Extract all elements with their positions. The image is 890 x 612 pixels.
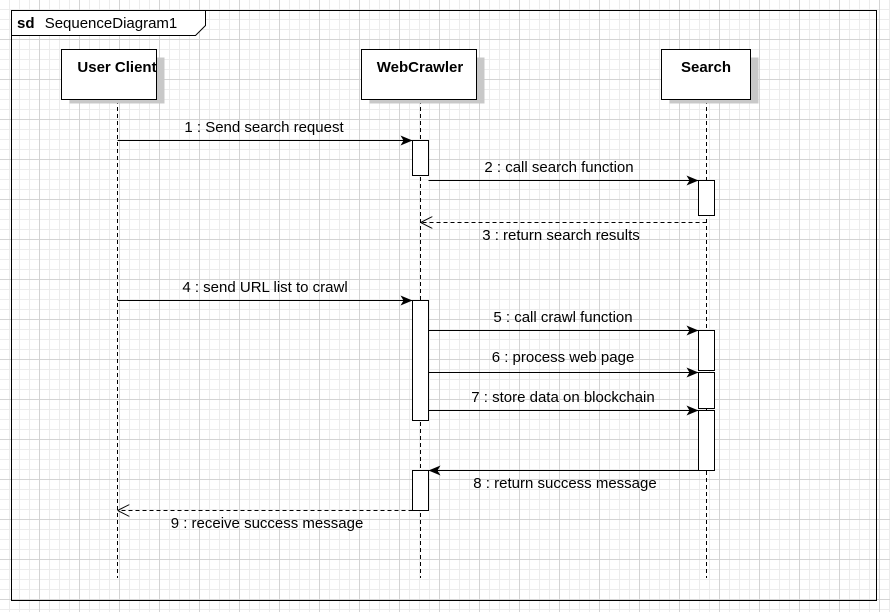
message-3[interactable]: 3 : return search results [420,223,707,245]
activation-search-1 [698,180,715,216]
frame-name: SequenceDiagram1 [45,15,178,32]
message-label: 5 : call crawl function [493,309,632,326]
lifeline-label: WebCrawler [377,59,464,76]
activation-webcrawler-1 [412,140,429,176]
lifeline-head-search[interactable]: Search [661,49,759,104]
message-label: 6 : process web page [492,349,635,366]
message-label: 9 : receive success message [171,515,364,532]
message-4[interactable]: 4 : send URL list to crawl [117,279,413,306]
frame-title: sd SequenceDiagram1 [17,15,177,32]
message-2[interactable]: 2 : call search function [428,159,699,186]
lifeline-label: User Client [77,59,156,76]
message-9[interactable]: 9 : receive success message [117,511,413,533]
message-5[interactable]: 5 : call crawl function [428,309,699,336]
message-label: 8 : return success message [473,475,656,492]
activation-search-2 [698,330,715,371]
message-label: 7 : store data on blockchain [471,389,654,406]
frame-tab [11,10,206,36]
message-label: 4 : send URL list to crawl [182,279,347,296]
message-label: 1 : Send search request [184,119,344,136]
message-label: 2 : call search function [484,159,633,176]
activation-webcrawler-3 [412,470,429,511]
frame-keyword: sd [17,15,35,32]
message-7[interactable]: 7 : store data on blockchain [428,389,699,416]
message-1[interactable]: 1 : Send search request [117,119,413,146]
activation-search-3 [698,372,715,409]
lifeline-label: Search [681,59,731,76]
lifeline-head-webcrawler[interactable]: WebCrawler [361,49,485,104]
message-8[interactable]: 8 : return success message [428,465,715,493]
activation-search-4 [698,410,715,471]
message-6[interactable]: 6 : process web page [428,349,699,378]
activation-webcrawler-2 [412,300,429,421]
diagram-frame [11,10,877,601]
message-label: 3 : return search results [482,227,640,244]
lifeline-head-user-client[interactable]: User Client [61,49,165,104]
